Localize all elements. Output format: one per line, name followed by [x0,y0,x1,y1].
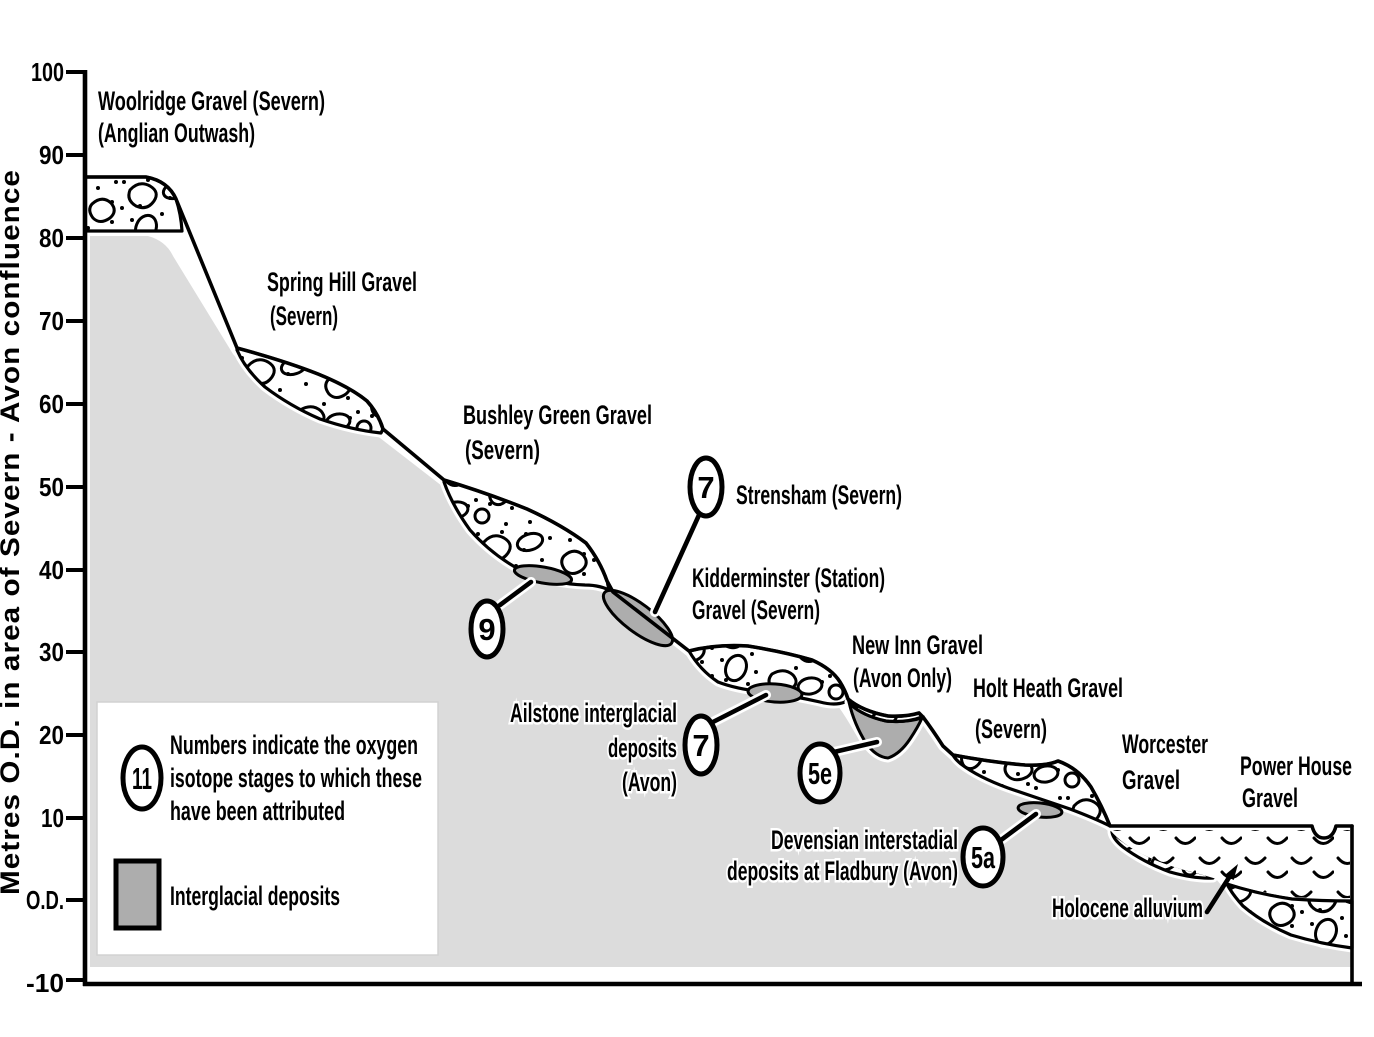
label-ailstone-1: Ailstone interglacial [510,698,677,728]
label-woolridge-1: Woolridge Gravel (Severn) [98,86,325,116]
label-ailstone-2: deposits [608,733,677,763]
leader-stage-7-ailstone [710,692,769,725]
leader-stage-5e [831,739,880,755]
leader-lines [495,510,1041,848]
label-devensian-1: Devensian interstadial [771,825,958,855]
stage-circle-5a [960,825,1006,889]
stage-circle-5e [797,741,843,805]
label-springhill-2: (Severn) [270,301,338,331]
legend: 11 Numbers indicate the oxygen isotope s… [96,701,439,956]
y-axis-ticks [66,70,84,982]
label-holocene: Holocene alluvium [1052,893,1203,923]
tick-100: 100 [31,57,64,87]
tick-50: 50 [39,472,64,502]
label-holtheath-2: (Severn) [975,714,1047,744]
stage-number-7-ailstone: 7 [692,728,709,763]
tick-60: 60 [39,389,64,419]
legend-text-3: have been attributed [170,796,345,826]
label-springhill-1: Spring Hill Gravel [267,267,417,297]
stage-number-5e: 5e [808,756,832,791]
label-newinn-1: New Inn Gravel [852,630,983,660]
y-axis: 100 90 80 70 60 50 40 30 20 10 O.D. -10 … [0,57,1362,998]
leader-stage-5a [994,811,1039,846]
label-kidderminster-1: Kidderminster (Station) [692,563,885,593]
tick-od: O.D. [26,885,64,915]
tick-40: 40 [39,555,64,585]
tick-minus10: -10 [26,968,64,998]
tick-80: 80 [39,223,64,253]
legend-text-1: Numbers indicate the oxygen [170,730,418,760]
stage-markers: 9 7 7 5e 5a [468,455,1006,889]
legend-swatch-label: Interglacial deposits [170,881,340,911]
label-worcester-2: Gravel [1122,765,1180,795]
tick-20: 20 [39,720,64,750]
stage-circle-7-strensham [687,455,725,519]
terrace-labels: Woolridge Gravel (Severn) (Anglian Outwa… [96,84,1355,816]
label-worcester-1: Worcester [1122,729,1208,759]
label-powerhouse-1: Power House [1240,751,1352,781]
label-kidderminster-2: Gravel (Severn) [692,595,820,625]
stage-number-5a: 5a [971,840,996,875]
label-bushley-1: Bushley Green Gravel [463,400,652,430]
label-woolridge-2: (Anglian Outwash) [98,118,255,148]
label-bushley-2: (Severn) [465,435,540,465]
stage-circle-9 [468,598,506,660]
label-strensham: Strensham (Severn) [736,480,902,510]
arrowhead [1225,864,1238,881]
tick-90: 90 [39,140,64,170]
label-devensian-2: deposits at Fladbury (Avon) [727,856,958,886]
label-ailstone-3: (Avon) [622,767,677,797]
label-newinn-2: (Avon Only) [853,663,952,693]
legend-stage-circle-11 [120,744,164,812]
holocene-arrow [1204,864,1238,915]
annotation-labels: Ailstone interglacial deposits (Avon) De… [508,696,1206,926]
tick-10: 10 [41,803,64,833]
legend-stage-number-11: 11 [132,761,152,796]
legend-interglacial-swatch [113,858,162,931]
leader-stage-9 [497,579,534,608]
stage-circle-7-ailstone [682,713,720,777]
legend-text-2: isotope stages to which these [170,763,422,793]
stage-number-7-strensham: 7 [697,470,714,505]
stage-number-9: 9 [478,612,495,647]
strensham-interglacial-lens [601,588,675,648]
tick-30: 30 [39,637,64,667]
label-powerhouse-2: Gravel [1242,783,1298,813]
leader-stage-7-strensham [652,512,702,615]
interglacial-lenses [512,564,1064,819]
holocene-alluvium-area [1110,830,1350,899]
label-holtheath-1: Holt Heath Gravel [973,673,1123,703]
y-axis-tick-labels: 100 90 80 70 60 50 40 30 20 10 O.D. -10 [26,57,64,998]
y-axis-title: Metres O.D. in area of Severn - Avon con… [0,169,25,895]
tick-70: 70 [39,306,64,336]
